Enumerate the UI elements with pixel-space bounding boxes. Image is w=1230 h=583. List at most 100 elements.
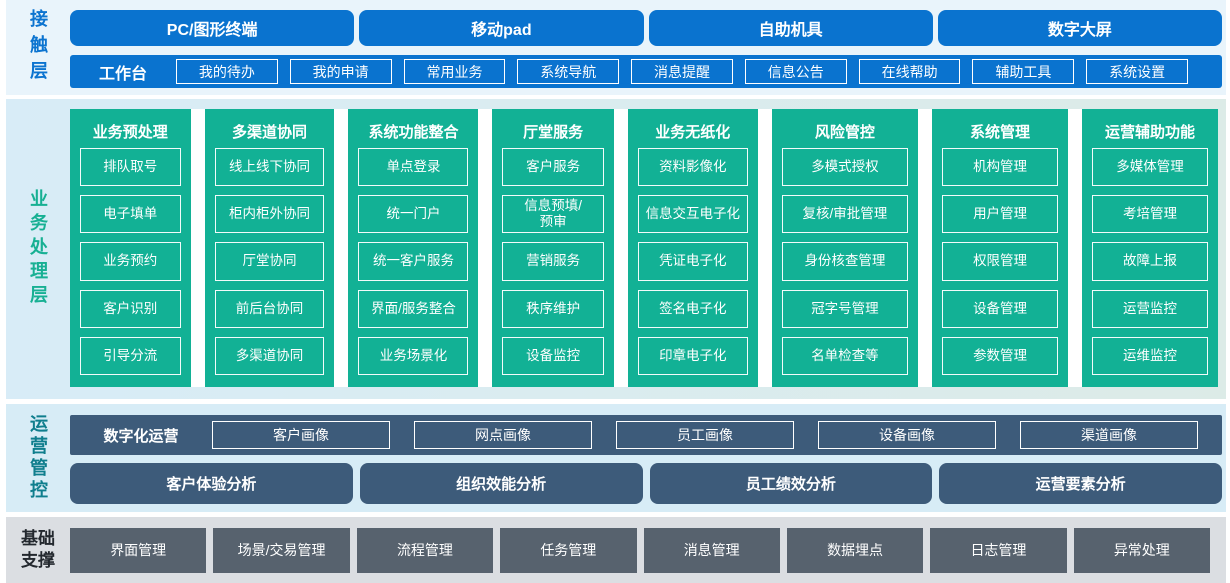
column-item: 柜内柜外协同 [214, 195, 325, 234]
column-item: 权限管理 [942, 242, 1059, 281]
digital-ops-label: 数字化运营 [103, 427, 179, 445]
contact-layer-label-col: 接触层 [6, 0, 70, 95]
column-item: 秩序维护 [502, 289, 604, 328]
column-item: 信息交互电子化 [637, 195, 748, 234]
column-items: 单点登录统一门户统一客户服务界面/服务整合业务场景化 [358, 148, 469, 376]
column-item: 复核/审批管理 [781, 195, 909, 234]
digital-ops-items-row: 客户画像网点画像员工画像设备画像渠道画像 [212, 421, 1198, 449]
business-layer-label: 业务处理层 [28, 189, 48, 309]
column-item: 多媒体管理 [1092, 148, 1209, 187]
column-item: 业务场景化 [358, 336, 469, 376]
business-columns-wrap: 业务预处理排队取号电子填单业务预约客户识别引导分流多渠道协同线上线下协同柜内柜外… [70, 109, 1219, 387]
column-item: 故障上报 [1092, 242, 1209, 281]
workbench-item: 系统导航 [517, 59, 620, 84]
digital-ops-item: 员工画像 [616, 421, 794, 449]
workbench-item: 我的申请 [289, 59, 392, 84]
column-item: 业务预约 [80, 242, 181, 281]
column-title: 风险管控 [814, 124, 875, 141]
column-items: 资料影像化信息交互电子化凭证电子化签名电子化印章电子化 [637, 148, 748, 376]
column-item: 线上线下协同 [214, 148, 325, 187]
column-item: 引导分流 [80, 336, 181, 376]
device-terminal-box: PC/图形终端 [70, 10, 355, 46]
business-layer-section: 业务处理层 业务预处理排队取号电子填单业务预约客户识别引导分流多渠道协同线上线下… [6, 99, 1226, 399]
column-items: 线上线下协同柜内柜外协同厅堂协同前后台协同多渠道协同 [214, 148, 325, 376]
column-item: 凭证电子化 [637, 242, 748, 281]
column-item: 客户服务 [502, 148, 604, 187]
workbench-item: 我的待办 [176, 59, 278, 84]
column-item: 用户管理 [942, 195, 1059, 234]
business-column: 风险管控多模式授权复核/审批管理身份核查管理冠字号管理名单检查等 [771, 109, 919, 387]
digital-ops-item: 网点画像 [414, 421, 592, 449]
business-column: 运营辅助功能多媒体管理考培管理故障上报运营监控运维监控 [1082, 109, 1219, 387]
contact-layer-label: 接触层 [28, 8, 48, 87]
column-item: 客户识别 [80, 289, 181, 328]
column-title: 系统管理 [970, 124, 1031, 141]
digital-ops-item: 设备画像 [818, 421, 996, 449]
column-title: 业务无纸化 [655, 124, 731, 141]
column-item: 厅堂协同 [214, 242, 325, 281]
column-item: 考培管理 [1092, 195, 1209, 234]
device-terminal-box: 自助机具 [648, 10, 933, 46]
column-item: 参数管理 [942, 336, 1059, 376]
workbench-item: 在线帮助 [858, 59, 961, 84]
column-item: 运营监控 [1092, 289, 1209, 328]
foundation-item: 日志管理 [930, 527, 1067, 573]
foundation-item: 数据埋点 [786, 527, 924, 573]
column-items: 机构管理用户管理权限管理设备管理参数管理 [942, 148, 1059, 376]
device-terminal-box: 移动pad [359, 10, 644, 46]
column-item: 信息预填/ 预审 [502, 195, 604, 234]
column-item: 运维监控 [1092, 336, 1209, 376]
analysis-box: 员工绩效分析 [649, 463, 933, 504]
column-items: 多模式授权复核/审批管理身份核查管理冠字号管理名单检查等 [781, 148, 909, 376]
column-item: 统一客户服务 [358, 242, 469, 281]
business-layer-label-col: 业务处理层 [6, 99, 70, 399]
foundation-layer-section: 基础 支撑 界面管理场景/交易管理流程管理任务管理消息管理数据埋点日志管理异常处… [6, 517, 1226, 583]
column-items: 多媒体管理考培管理故障上报运营监控运维监控 [1092, 148, 1209, 376]
foundation-item: 流程管理 [356, 527, 494, 573]
column-item: 机构管理 [942, 148, 1059, 187]
column-title: 系统功能整合 [368, 124, 459, 141]
column-title: 多渠道协同 [231, 124, 307, 141]
foundation-item: 任务管理 [500, 527, 637, 573]
workbench-item: 辅助工具 [972, 59, 1075, 84]
column-item: 设备监控 [502, 336, 604, 376]
column-item: 界面/服务整合 [358, 289, 469, 328]
operations-layer-section: 运营管控 数字化运营 客户画像网点画像员工画像设备画像渠道画像 客户体验分析组织… [6, 404, 1226, 512]
foundation-item: 界面管理 [70, 527, 207, 573]
column-item: 设备管理 [942, 289, 1059, 328]
column-item: 单点登录 [358, 148, 469, 187]
foundation-layer-label: 基础 支撑 [6, 528, 70, 572]
business-column: 业务预处理排队取号电子填单业务预约客户识别引导分流 [70, 109, 191, 387]
column-title: 运营辅助功能 [1105, 124, 1196, 141]
foundation-item: 消息管理 [643, 527, 780, 573]
business-column: 系统功能整合单点登录统一门户统一客户服务界面/服务整合业务场景化 [348, 109, 479, 387]
column-item: 统一门户 [358, 195, 469, 234]
workbench-bar: 工作台 我的待办我的申请常用业务系统导航消息提醒信息公告在线帮助辅助工具系统设置 [70, 55, 1222, 88]
digital-ops-item: 渠道画像 [1020, 421, 1198, 449]
foundation-label-line1: 基础 [21, 528, 55, 548]
analysis-row: 客户体验分析组织效能分析员工绩效分析运营要素分析 [70, 463, 1222, 504]
column-title: 业务预处理 [92, 124, 168, 141]
column-item: 电子填单 [80, 195, 181, 234]
workbench-item: 系统设置 [1086, 59, 1189, 84]
analysis-box: 运营要素分析 [939, 463, 1222, 504]
column-item: 排队取号 [80, 148, 181, 187]
business-column: 多渠道协同线上线下协同柜内柜外协同厅堂协同前后台协同多渠道协同 [204, 109, 335, 387]
workbench-label: 工作台 [98, 65, 147, 83]
digital-ops-bar: 数字化运营 客户画像网点画像员工画像设备画像渠道画像 [70, 415, 1222, 455]
business-column: 业务无纸化资料影像化信息交互电子化凭证电子化签名电子化印章电子化 [627, 109, 758, 387]
workbench-items-row: 我的待办我的申请常用业务系统导航消息提醒信息公告在线帮助辅助工具系统设置 [176, 59, 1189, 84]
workbench-item: 信息公告 [744, 59, 847, 84]
digital-ops-item: 客户画像 [212, 421, 390, 449]
operations-layer-content: 数字化运营 客户画像网点画像员工画像设备画像渠道画像 客户体验分析组织效能分析员… [70, 404, 1226, 512]
analysis-box: 组织效能分析 [359, 463, 643, 504]
operations-layer-label: 运营管控 [28, 414, 48, 502]
operations-layer-label-col: 运营管控 [6, 404, 70, 512]
column-item: 多渠道协同 [214, 336, 325, 376]
column-item: 签名电子化 [637, 289, 748, 328]
foundation-item: 场景/交易管理 [213, 527, 350, 573]
foundation-label-line2: 支撑 [21, 551, 55, 570]
